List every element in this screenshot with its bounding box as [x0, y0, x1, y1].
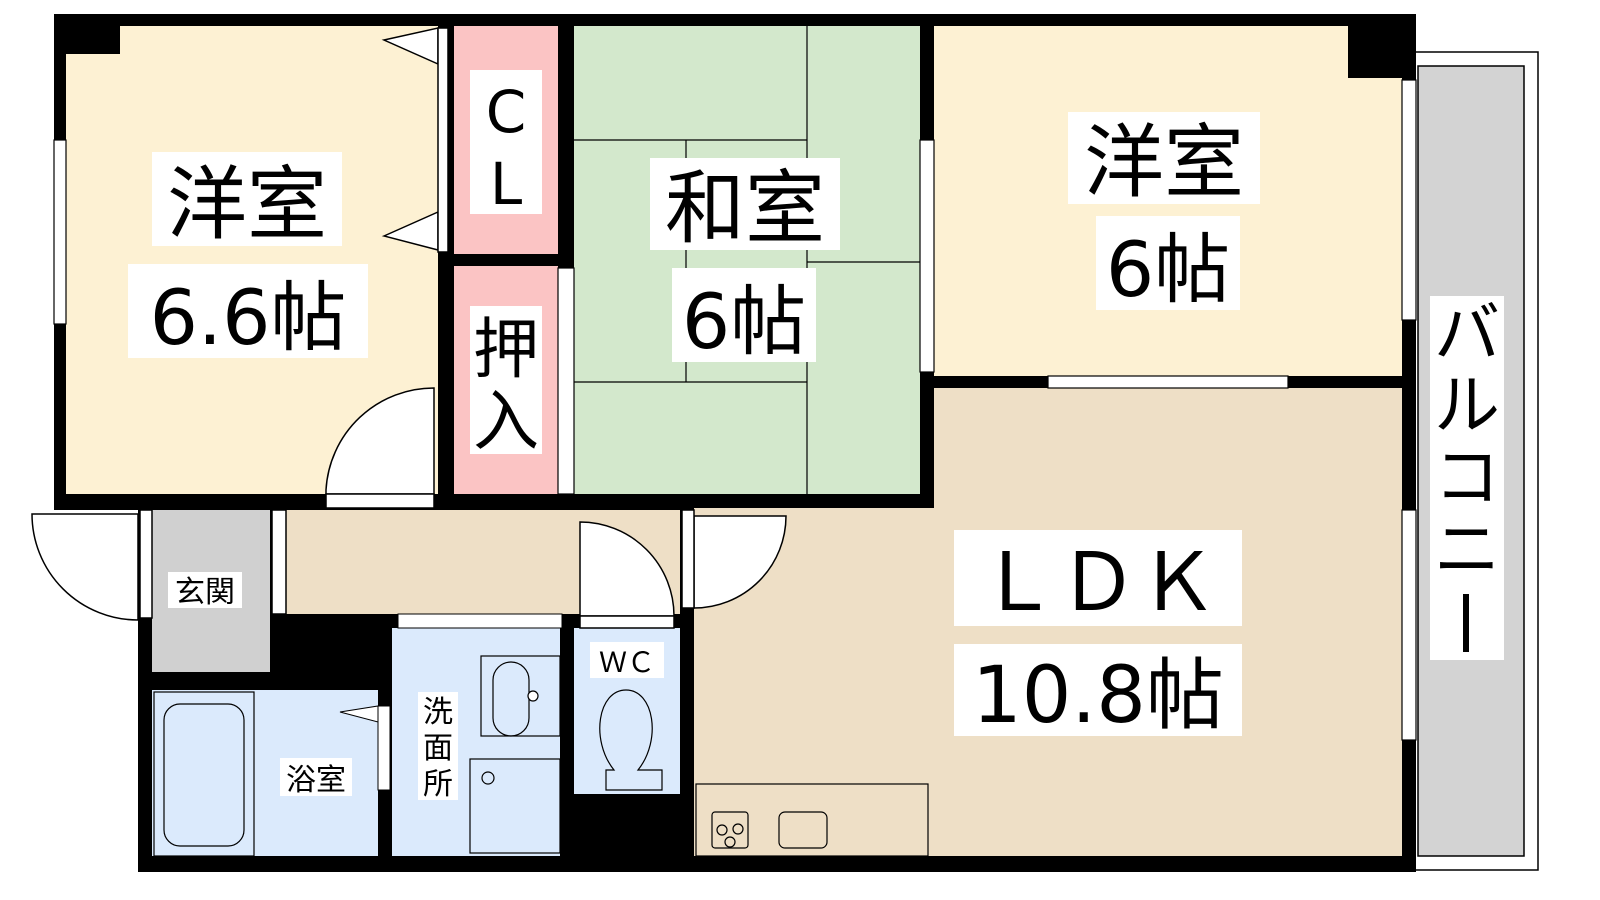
label-entrance: 玄関: [168, 572, 242, 610]
stove-icon: [711, 811, 749, 849]
svg-text:ニ: ニ: [1434, 511, 1500, 588]
label-balcony: バ ル コ ニ: [1430, 295, 1504, 660]
svg-text:バ: バ: [1434, 295, 1500, 372]
sink-icon: [778, 811, 828, 849]
bathtub-icon: [163, 703, 245, 847]
balcony-long-vowel-mark: [1463, 594, 1469, 652]
svg-text:C: C: [486, 78, 527, 146]
svg-text:ＬＤＫ: ＬＤＫ: [978, 536, 1218, 629]
svg-text:押: 押: [473, 311, 539, 388]
label-western-left: 洋室 6.6帖: [128, 152, 368, 362]
room-washroom: [392, 613, 563, 856]
svg-text:洗: 洗: [423, 695, 453, 730]
room-bath: [152, 690, 391, 857]
label-bath: 浴室: [280, 758, 352, 798]
windows: [53, 79, 1417, 741]
label-ldk: ＬＤＫ 10.8帖: [954, 530, 1242, 741]
room-japanese: [574, 26, 920, 494]
room-size: 6.6帖: [150, 273, 347, 362]
toilet-icon: [599, 689, 663, 791]
svg-text:6帖: 6帖: [1106, 225, 1230, 314]
label-japanese: 和室 6帖: [650, 158, 840, 366]
room-name: 洋室: [167, 158, 327, 251]
svg-text:6帖: 6帖: [682, 277, 806, 366]
washbasin-icon: [480, 655, 561, 737]
svg-text:所: 所: [423, 767, 453, 802]
label-closet: C L: [470, 70, 542, 218]
doors: [31, 27, 787, 629]
balcony: [1409, 51, 1539, 871]
svg-text:浴室: 浴室: [286, 763, 346, 798]
svg-text:洋室: 洋室: [1084, 116, 1244, 209]
svg-text:面: 面: [423, 731, 453, 766]
svg-text:玄関: 玄関: [175, 575, 235, 610]
label-wc: ＷＣ: [590, 642, 664, 679]
svg-text:和室: 和室: [665, 162, 825, 255]
washing-machine-icon: [469, 758, 561, 854]
svg-text:ＷＣ: ＷＣ: [599, 646, 655, 679]
label-western-right: 洋室 6帖: [1068, 112, 1260, 314]
svg-text:10.8帖: 10.8帖: [972, 651, 1224, 741]
svg-text:ル: ル: [1434, 367, 1500, 444]
kitchen-counter: [695, 783, 929, 857]
svg-text:入: 入: [473, 383, 539, 460]
label-washroom: 洗 面 所: [418, 692, 458, 802]
svg-text:L: L: [490, 150, 522, 218]
label-oshiire: 押 入: [470, 306, 542, 460]
svg-text:コ: コ: [1434, 439, 1500, 516]
